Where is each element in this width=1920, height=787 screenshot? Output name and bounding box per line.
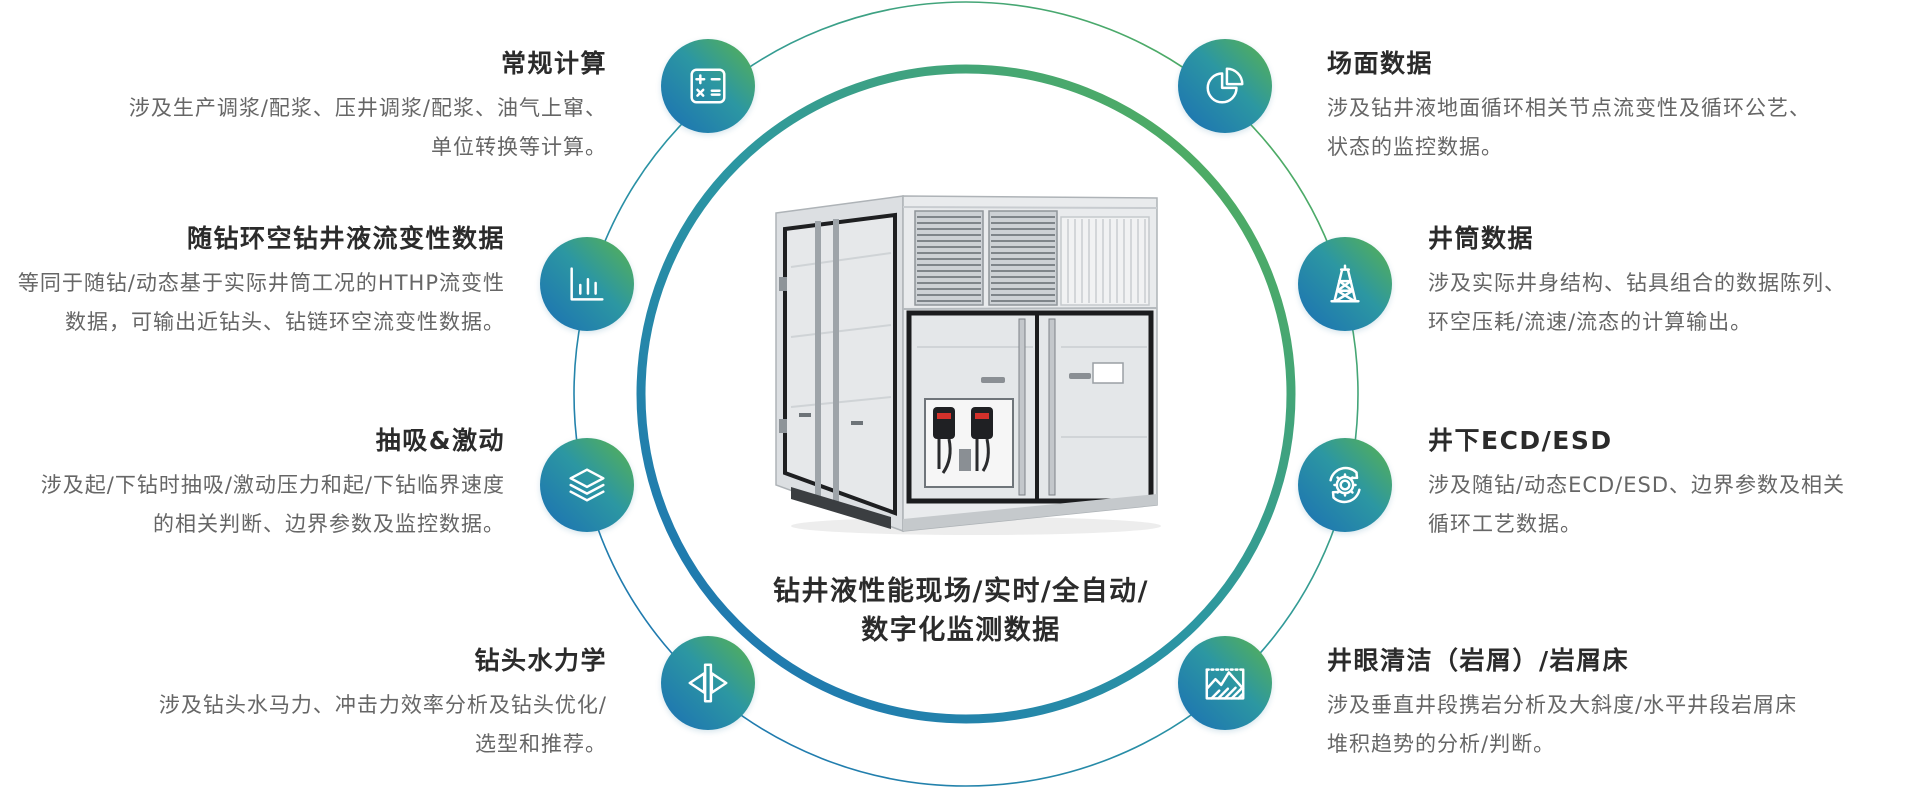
side-door-frame bbox=[783, 212, 897, 516]
calculator-icon bbox=[690, 68, 726, 104]
feature-bit-hydraulics: 钻头水力学 涉及钻头水马力、冲击力效率分析及钻头优化/ 选型和推荐。 bbox=[159, 644, 607, 764]
feature-title: 抽吸&激动 bbox=[375, 426, 505, 455]
feature-desc-line: 堆积趋势的分析/判断。 bbox=[1327, 732, 1556, 756]
center-caption: 钻井液性能现场/实时/全自动/ 数字化监测数据 bbox=[661, 572, 1261, 650]
badge-bit-hydraulics bbox=[661, 636, 755, 730]
feature-desc-line: 状态的监控数据。 bbox=[1327, 135, 1503, 159]
feature-desc-line: 涉及随钻/动态ECD/ESD、边界参数及相关 bbox=[1428, 473, 1846, 497]
feature-annular-rheology: 随钻环空钻井液流变性数据 等同于随钻/动态基于实际井筒工况的HTHP流变性 数据… bbox=[18, 222, 505, 342]
badge-swab-surge bbox=[540, 438, 634, 532]
feature-title: 钻头水力学 bbox=[474, 646, 607, 675]
door-latch bbox=[1069, 373, 1091, 379]
side-handles bbox=[799, 413, 863, 425]
sensor-unit bbox=[933, 407, 955, 439]
badge-annular-rheology bbox=[540, 237, 634, 331]
feature-title: 随钻环空钻井液流变性数据 bbox=[186, 224, 505, 253]
front-base bbox=[903, 494, 1157, 531]
sensor-cables bbox=[937, 438, 990, 474]
side-hinge bbox=[779, 419, 787, 433]
instrument-bay bbox=[924, 398, 1014, 488]
cabinet-front-panel bbox=[902, 195, 1158, 532]
feature-conventional-calc: 常规计算 涉及生产调浆/配浆、压井调浆/配浆、油气上窜、 单位转换等计算。 bbox=[129, 47, 607, 167]
feature-desc-line: 的相关判断、边界参数及监控数据。 bbox=[153, 512, 505, 536]
louver-vent-right bbox=[988, 210, 1058, 306]
feature-desc-line: 涉及生产调浆/配浆、压井调浆/配浆、油气上窜、 bbox=[128, 96, 607, 120]
door-handle-bar bbox=[1048, 318, 1056, 496]
feature-title: 井眼清洁（岩屑）/岩屑床 bbox=[1327, 646, 1630, 675]
feature-title: 场面数据 bbox=[1327, 49, 1434, 78]
sensor-indicator bbox=[975, 413, 989, 419]
louver-vent-left bbox=[914, 210, 984, 306]
feature-desc-line: 环空压耗/流速/流态的计算输出。 bbox=[1428, 310, 1753, 334]
inner-thick-ring bbox=[636, 64, 1296, 724]
feature-desc-line: 涉及垂直井段携岩分析及大斜度/水平井段岩屑床 bbox=[1327, 693, 1798, 717]
side-panel-ribs bbox=[790, 252, 892, 408]
badge-hole-cleaning bbox=[1178, 636, 1272, 730]
slatted-panel bbox=[1060, 216, 1150, 306]
feature-desc-line: 等同于随钻/动态基于实际井筒工况的HTHP流变性 bbox=[17, 271, 505, 295]
feature-downhole-ecd: 井下ECD/ESD 涉及随钻/动态ECD/ESD、边界参数及相关 循环工艺数据。 bbox=[1428, 424, 1845, 544]
badge-downhole-ecd bbox=[1298, 438, 1392, 532]
center-caption-line: 钻井液性能现场/实时/全自动/ bbox=[772, 576, 1150, 607]
feature-hole-cleaning: 井眼清洁（岩屑）/岩屑床 涉及垂直井段携岩分析及大斜度/水平井段岩屑床 堆积趋势… bbox=[1327, 644, 1797, 764]
feature-desc-line: 涉及实际井身结构、钻具组合的数据陈列、 bbox=[1428, 271, 1846, 295]
outer-thin-ring bbox=[573, 1, 1359, 787]
cabinet-side-panel bbox=[775, 195, 904, 533]
badge-surface-data bbox=[1178, 39, 1272, 133]
feature-surface-data: 场面数据 涉及钻井液地面循环相关节点流变性及循环公艺、 状态的监控数据。 bbox=[1327, 47, 1811, 167]
feature-title: 井下ECD/ESD bbox=[1428, 426, 1613, 455]
side-base bbox=[791, 487, 891, 529]
sensor-unit bbox=[971, 407, 993, 439]
valve-box bbox=[959, 449, 971, 471]
drill-bit-icon bbox=[688, 663, 728, 703]
sensor-indicator bbox=[937, 413, 951, 419]
front-top-strip bbox=[902, 206, 1158, 209]
side-frame-bar bbox=[833, 219, 839, 507]
feature-desc-line: 循环工艺数据。 bbox=[1428, 512, 1582, 536]
pie-chart-icon bbox=[1206, 67, 1244, 104]
feature-swab-surge: 抽吸&激动 涉及起/下钻时抽吸/激动压力和起/下钻临界速度 的相关判断、边界参数… bbox=[41, 424, 505, 544]
feature-desc-line: 涉及起/下钻时抽吸/激动压力和起/下钻临界速度 bbox=[40, 473, 505, 497]
badge-conventional-calc bbox=[661, 39, 755, 133]
front-section-divider bbox=[902, 307, 1158, 310]
feature-wellbore-data: 井筒数据 涉及实际井身结构、钻具组合的数据陈列、 环空压耗/流速/流态的计算输出… bbox=[1428, 222, 1846, 342]
side-frame-bar bbox=[815, 221, 821, 501]
strata-icon bbox=[1205, 668, 1245, 700]
derrick-icon bbox=[1330, 264, 1360, 303]
door-latch bbox=[981, 377, 1005, 383]
badge-wellbore-data bbox=[1298, 237, 1392, 331]
side-hinge bbox=[779, 277, 787, 291]
center-caption-line: 数字化监测数据 bbox=[861, 615, 1061, 646]
feature-desc-line: 涉及钻头水马力、冲击力效率分析及钻头优化/ bbox=[158, 693, 607, 717]
layers-icon bbox=[569, 468, 605, 502]
door-ribs bbox=[917, 346, 1147, 438]
bar-chart-icon bbox=[570, 267, 604, 301]
feature-desc-line: 数据，可输出近钻头、钻链环空流变性数据。 bbox=[65, 310, 505, 334]
feature-desc-line: 选型和推荐。 bbox=[475, 732, 607, 756]
product-image bbox=[775, 195, 1161, 535]
gear-cycle-icon bbox=[1329, 466, 1361, 504]
feature-title: 井筒数据 bbox=[1428, 224, 1535, 253]
feature-title: 常规计算 bbox=[500, 49, 607, 78]
feature-desc-line: 单位转换等计算。 bbox=[431, 135, 607, 159]
feature-desc-line: 涉及钻井液地面循环相关节点流变性及循环公艺、 bbox=[1327, 96, 1811, 120]
door-handle-bar bbox=[1018, 318, 1026, 496]
door-label bbox=[1092, 362, 1124, 384]
